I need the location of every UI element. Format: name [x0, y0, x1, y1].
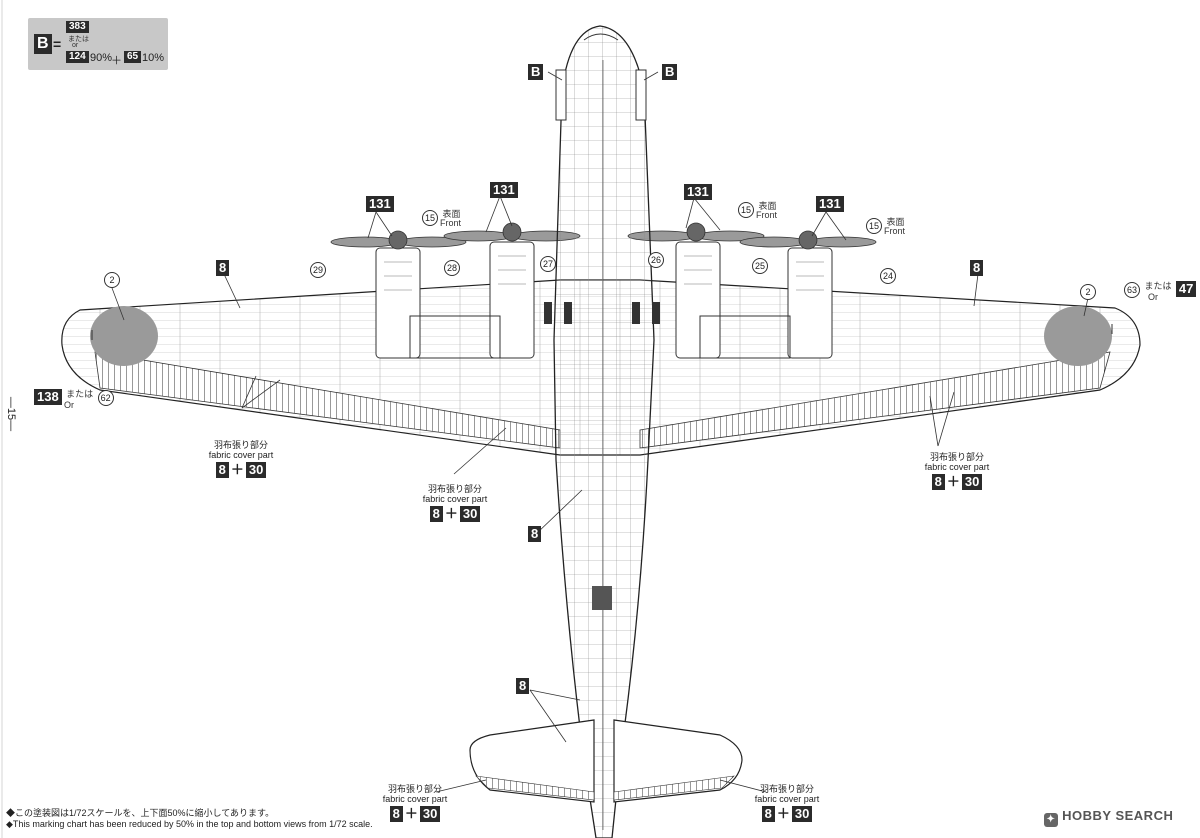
legend-or-en: or	[72, 42, 79, 49]
right-tip-or-jp: または	[1144, 281, 1172, 291]
watermark-logo-icon: ✦	[1044, 813, 1058, 827]
propellers	[330, 222, 877, 250]
fabric-callout-left-tail: 羽布張り部分 fabric cover part 8＋30	[370, 784, 460, 822]
fabric-en: fabric cover part	[422, 494, 488, 504]
callout-prop-3: 131	[684, 184, 712, 200]
fabric-a: 8	[429, 506, 443, 522]
footer-note-en: ◆This marking chart has been reduced by …	[6, 819, 373, 829]
legend-color-c: 65	[124, 51, 142, 63]
callout-prop-2: 131	[490, 182, 518, 198]
paint-legend: B = 383 または or 124 90% ＋ 65 10%	[28, 18, 168, 70]
fabric-b: 30	[245, 462, 267, 478]
right-tip-num: 63	[1124, 282, 1140, 298]
fabric-b: 30	[791, 806, 813, 822]
fabric-en: fabric cover part	[382, 794, 448, 804]
right-tip-callout: 63 または 47 Or	[1124, 280, 1197, 302]
right-tip-or-en: Or	[1148, 292, 1158, 302]
fabric-plus: ＋	[230, 462, 244, 477]
circle-24: 24	[880, 268, 896, 284]
fuselage	[544, 25, 660, 838]
right-wingtip-marking	[1044, 306, 1112, 366]
front-number: 15	[866, 218, 882, 234]
fabric-b: 30	[459, 506, 481, 522]
fabric-jp: 羽布張り部分	[213, 440, 268, 450]
tail-plane	[469, 719, 743, 803]
left-tip-or-en: Or	[64, 400, 74, 410]
fabric-plus: ＋	[946, 474, 960, 489]
fabric-plus: ＋	[776, 806, 790, 821]
fabric-callout-right-tail: 羽布張り部分 fabric cover part 8＋30	[742, 784, 832, 822]
legend-plus: ＋	[111, 55, 122, 67]
callout-b-left: B	[528, 64, 544, 80]
engine-nacelles	[375, 241, 833, 359]
fabric-en: fabric cover part	[924, 462, 990, 472]
page-number: —15—	[5, 396, 18, 432]
watermark: ✦ HOBBY SEARCH	[1044, 808, 1173, 827]
fabric-en: fabric cover part	[754, 794, 820, 804]
legend-equals: =	[53, 36, 62, 52]
right-tip-color: 47	[1175, 281, 1197, 297]
callout-fuselage-8: 8	[528, 526, 542, 542]
left-tip-alt: 62	[97, 390, 114, 406]
left-tip-color: 138	[34, 389, 62, 405]
fabric-plus: ＋	[404, 806, 418, 821]
callout-prop-4: 131	[816, 196, 844, 212]
leader-lines	[111, 71, 1089, 793]
fabric-callout-left-wing: 羽布張り部分 fabric cover part 8＋30	[196, 440, 286, 478]
fabric-jp: 羽布張り部分	[759, 784, 814, 794]
fabric-callout-right-wing: 羽布張り部分 fabric cover part 8＋30	[912, 452, 1002, 490]
fabric-b: 30	[419, 806, 441, 822]
watermark-text: HOBBY SEARCH	[1062, 808, 1174, 823]
fabric-plus: ＋	[444, 506, 458, 521]
left-tip-or-jp: または	[66, 389, 94, 399]
footer-note-jp: ◆この塗装図は1/72スケールを、上下面50%に縮小してあります。	[6, 808, 275, 818]
circle-27: 27	[540, 256, 556, 272]
front-en: Front	[884, 226, 906, 236]
front-label-2: 15 表面 Front	[738, 200, 778, 220]
front-jp: 表面	[886, 217, 905, 227]
front-en: Front	[756, 210, 778, 220]
front-label-1: 15 表面 Front	[422, 208, 462, 228]
front-number: 15	[422, 210, 438, 226]
fabric-b: 30	[961, 474, 983, 490]
fabric-jp: 羽布張り部分	[427, 484, 482, 494]
callout-tail-8: 8	[516, 678, 530, 694]
callout-wing-left: 8	[216, 260, 230, 276]
fabric-jp: 羽布張り部分	[387, 784, 442, 794]
legend-code: B	[34, 34, 52, 54]
front-label-3: 15 表面 Front	[866, 216, 906, 236]
circle-29: 29	[310, 262, 326, 278]
circle-26: 26	[648, 252, 664, 268]
front-jp: 表面	[442, 209, 461, 219]
callout-b-right: B	[662, 64, 678, 80]
circle-25: 25	[752, 258, 768, 274]
fabric-a: 8	[761, 806, 775, 822]
legend-pct-b: 90%	[90, 52, 113, 64]
left-tip-callout: 138 または 62 Or	[34, 388, 114, 410]
fabric-a: 8	[931, 474, 945, 490]
front-number: 15	[738, 202, 754, 218]
left-wingtip-marking	[90, 306, 158, 366]
front-jp: 表面	[758, 201, 777, 211]
circle-2-right: 2	[1080, 284, 1096, 300]
fabric-a: 8	[389, 806, 403, 822]
callout-prop-1: 131	[366, 196, 394, 212]
legend-or-jp: または	[68, 36, 89, 43]
fabric-en: fabric cover part	[208, 450, 274, 460]
legend-pct-c: 10%	[142, 52, 165, 64]
fabric-a: 8	[215, 462, 229, 478]
callout-wing-right: 8	[970, 260, 984, 276]
circle-2-left: 2	[104, 272, 120, 288]
fabric-callout-center-wing: 羽布張り部分 fabric cover part 8＋30	[410, 484, 500, 522]
fabric-jp: 羽布張り部分	[929, 452, 984, 462]
front-en: Front	[440, 218, 462, 228]
circle-28: 28	[444, 260, 460, 276]
legend-color-a: 383	[66, 21, 89, 33]
legend-color-b: 124	[66, 51, 89, 63]
